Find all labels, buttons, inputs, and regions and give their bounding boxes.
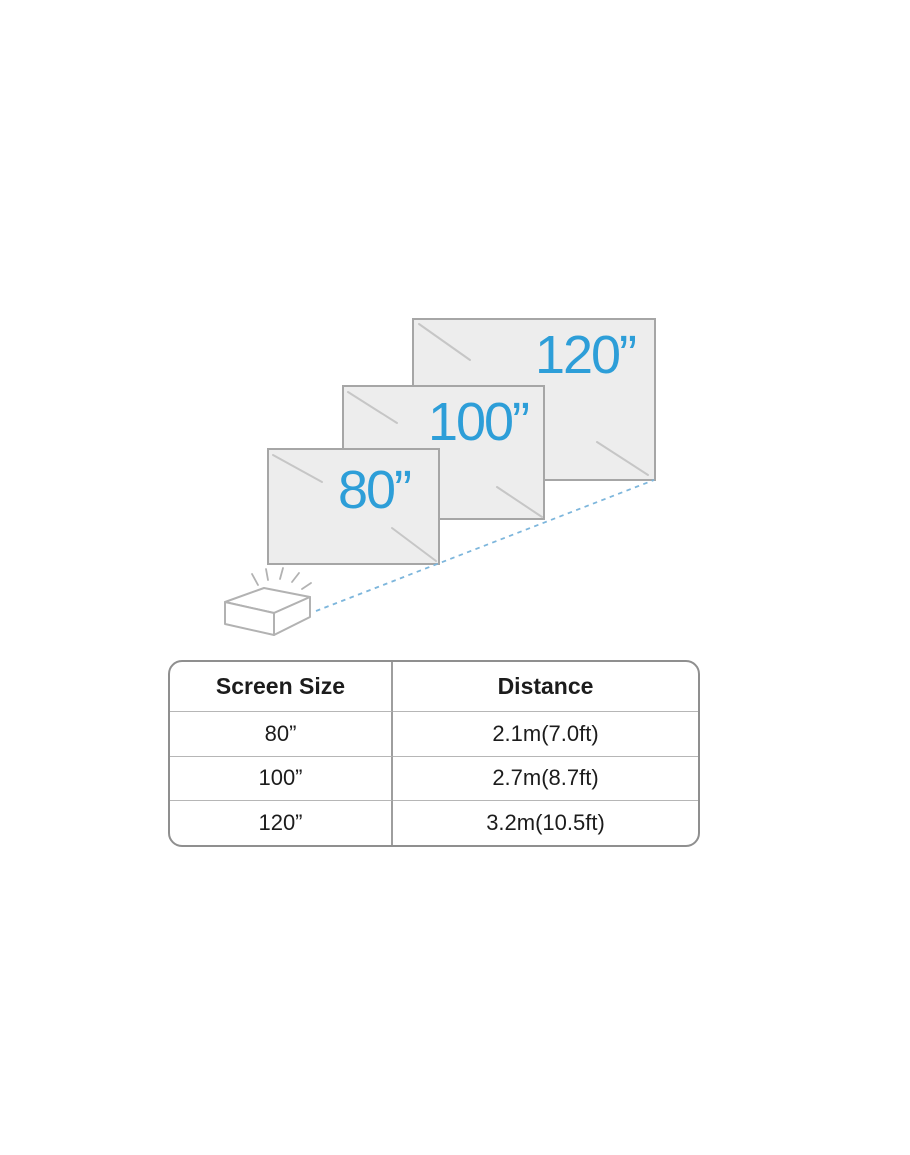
table-row-100-distance: 2.7m(8.7ft) xyxy=(393,755,698,801)
table-row-100-size: 100” xyxy=(170,755,393,801)
projection-diagram: 120” 100” 80” xyxy=(224,318,656,636)
screen-120-label: 120” xyxy=(535,325,635,385)
screen-100-glare-bottom xyxy=(496,486,543,518)
column-header-screen-size: Screen Size xyxy=(170,662,393,711)
projector-icon xyxy=(224,567,312,636)
screen-80-glare-top xyxy=(272,454,323,483)
screen-80-label: 80” xyxy=(338,460,410,520)
table-row-120-distance: 3.2m(10.5ft) xyxy=(393,800,698,845)
screen-80: 80” xyxy=(267,448,440,565)
screen-100-label: 100” xyxy=(428,392,528,452)
screen-120-glare-bottom xyxy=(596,441,649,476)
table-row-80-distance: 2.1m(7.0ft) xyxy=(393,711,698,756)
table-row-120-size: 120” xyxy=(170,800,393,845)
table-row-80-size: 80” xyxy=(170,711,393,756)
screen-100-glare-top xyxy=(347,391,398,424)
throw-distance-table: Screen Size Distance 80” 2.1m(7.0ft) 100… xyxy=(168,660,700,847)
screen-80-glare-bottom xyxy=(391,527,437,562)
projector-right-face xyxy=(273,596,311,636)
screen-120-glare-top xyxy=(418,323,471,361)
throw-distance-beam xyxy=(315,479,655,612)
column-header-distance: Distance xyxy=(497,673,594,699)
projector-light-rays xyxy=(251,567,312,590)
